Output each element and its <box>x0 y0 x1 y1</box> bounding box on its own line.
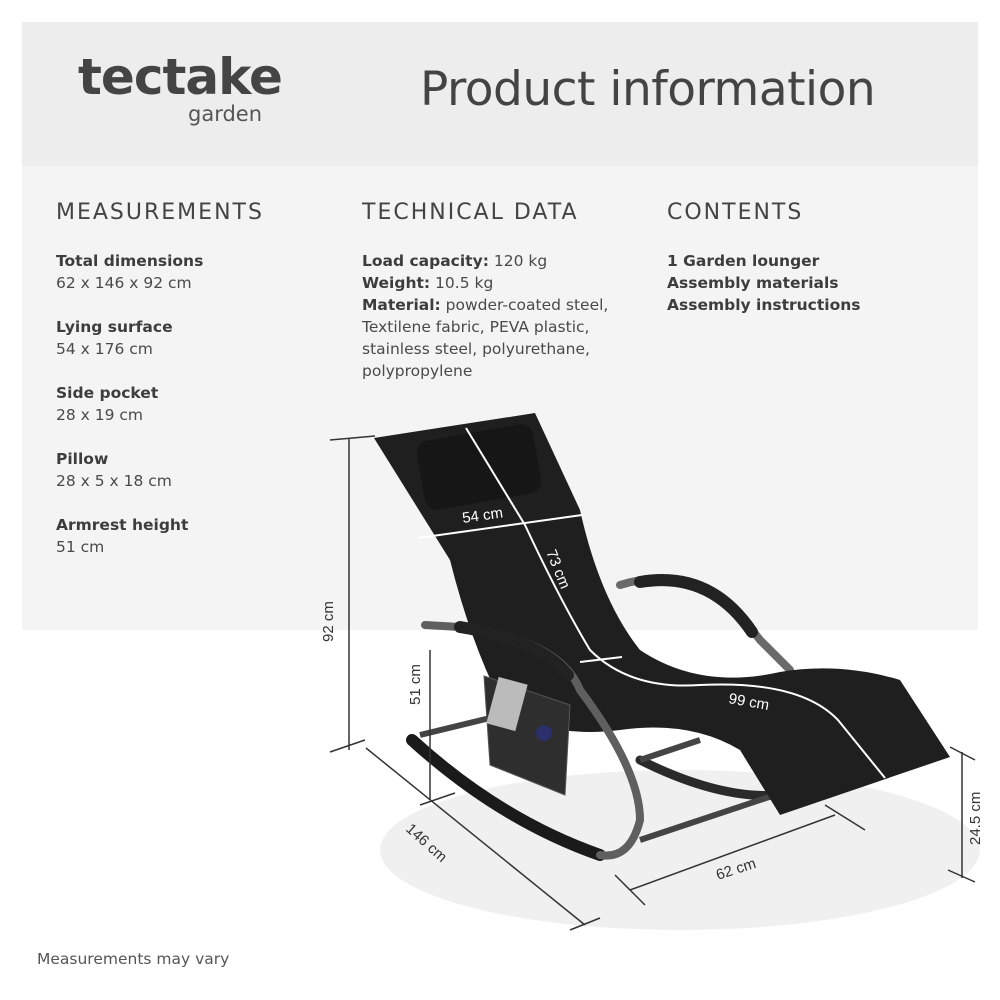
dim-label-seat: 99 cm <box>727 690 770 714</box>
measurement-label: Armrest height <box>56 516 189 534</box>
contents-section: CONTENTS 1 Garden lounger Assembly mater… <box>667 202 861 316</box>
measurement-label: Side pocket <box>56 384 159 402</box>
seat-divider <box>579 656 623 663</box>
dim-label-armrest: 51 cm <box>407 664 424 705</box>
dim-label-foot: 24.5 cm <box>967 792 984 845</box>
right-armrest-pad <box>634 574 758 638</box>
header-band <box>22 22 978 166</box>
material-line: Textilene fabric, PEVA plastic, <box>362 318 590 336</box>
shadow <box>380 770 980 930</box>
material-line: stainless steel, polyurethane, <box>362 340 590 358</box>
technical-heading: TECHNICAL DATA <box>362 200 579 225</box>
technical-section: TECHNICAL DATA Load capacity: 120 kg Wei… <box>362 202 608 382</box>
load-capacity: Load capacity: 120 kg <box>362 252 548 270</box>
dim-label-height: 92 cm <box>320 601 337 642</box>
measurement-item: Armrest height 51 cm <box>56 514 264 558</box>
width-line <box>417 514 583 539</box>
brand-sub: garden <box>188 102 263 126</box>
footer-note: Measurements may vary <box>37 950 230 968</box>
contents-item: 1 Garden lounger <box>667 252 820 270</box>
left-armrest-pad <box>454 621 574 681</box>
contents-item: Assembly materials <box>667 274 839 292</box>
measurement-value: 62 x 146 x 92 cm <box>56 274 192 292</box>
material-line: polypropylene <box>362 362 473 380</box>
crossbar <box>419 715 491 738</box>
measurement-label: Pillow <box>56 450 109 468</box>
measurement-item: Pillow 28 x 5 x 18 cm <box>56 448 264 492</box>
dimension-lines <box>329 435 976 931</box>
measurement-value: 54 x 176 cm <box>56 340 153 358</box>
measurement-label: Lying surface <box>56 318 173 336</box>
crossbar <box>639 787 791 843</box>
contents-heading: CONTENTS <box>667 200 804 225</box>
measurements-heading: MEASUREMENTS <box>56 200 264 225</box>
measurement-value: 51 cm <box>56 538 105 556</box>
measurement-value: 28 x 5 x 18 cm <box>56 472 172 490</box>
bottle-in-pocket <box>536 725 552 741</box>
weight: Weight: 10.5 kg <box>362 274 494 292</box>
measurement-item: Lying surface 54 x 176 cm <box>56 316 264 360</box>
page-title: Product information <box>420 62 876 117</box>
material: Material: powder-coated steel, <box>362 296 609 314</box>
brand-logo: tectake <box>78 48 283 106</box>
length-line <box>465 427 886 779</box>
measurement-label: Total dimensions <box>56 252 204 270</box>
measurement-item: Side pocket 28 x 19 cm <box>56 382 264 426</box>
crossbar <box>639 737 701 763</box>
measurement-value: 28 x 19 cm <box>56 406 144 424</box>
measurement-item: Total dimensions 62 x 146 x 92 cm <box>56 250 264 294</box>
contents-item: Assembly instructions <box>667 296 861 314</box>
pillow <box>416 424 542 510</box>
front-rocker <box>406 734 606 861</box>
dim-label-width: 54 cm <box>461 504 504 527</box>
tablet-in-pocket <box>486 676 528 732</box>
measurements-section: MEASUREMENTS Total dimensions 62 x 146 x… <box>56 202 264 580</box>
